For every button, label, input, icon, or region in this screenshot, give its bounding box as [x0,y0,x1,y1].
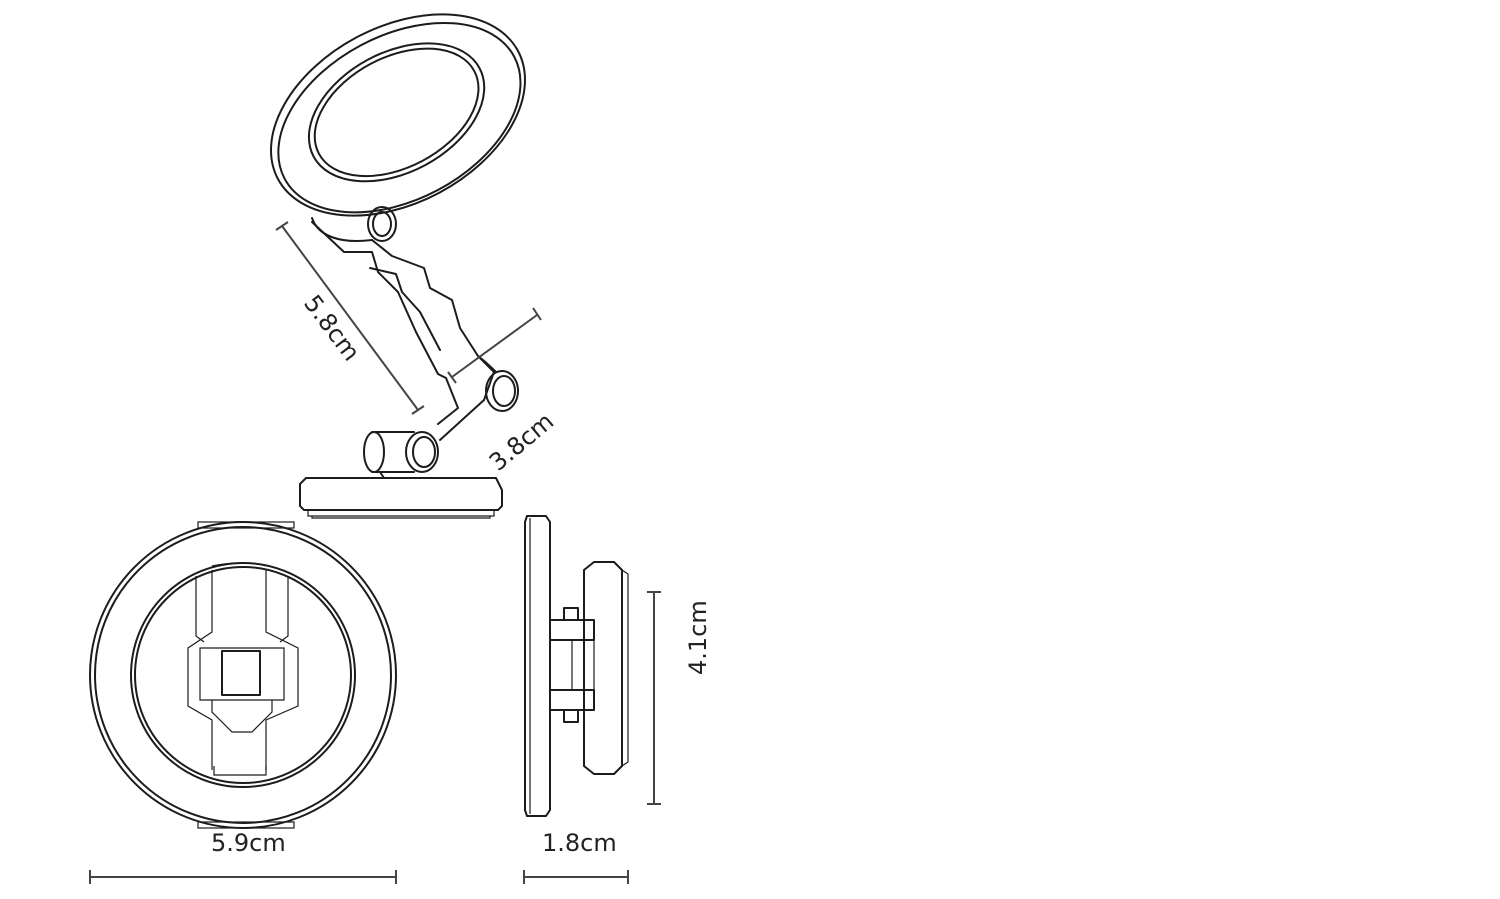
arm-length-dimension: 5.8cm [275,221,425,415]
folding-arm [311,221,495,441]
front-view: 5.9cm [89,521,397,884]
lower-hinge [363,431,439,479]
front-bracket [187,562,299,776]
side-view: 4.1cm 1.8cm [523,515,712,884]
arm-length-label: 5.8cm [298,290,365,367]
isometric-view: 5.8cm 3.8cm [270,13,559,519]
diameter-dimension: 5.9cm [89,829,397,884]
height-label: 4.1cm [684,600,712,675]
diameter-label: 5.9cm [211,829,286,857]
middle-hinge [477,355,519,412]
isometric-base [299,477,503,519]
magnetic-ring-head [270,13,526,217]
height-dimension: 4.1cm [647,591,712,805]
depth-dimension: 1.8cm [523,829,629,884]
arm-width-dimension: 3.8cm [447,307,559,477]
arm-width-label: 3.8cm [484,407,559,476]
depth-label: 1.8cm [542,829,617,857]
upper-hinge [311,206,397,242]
